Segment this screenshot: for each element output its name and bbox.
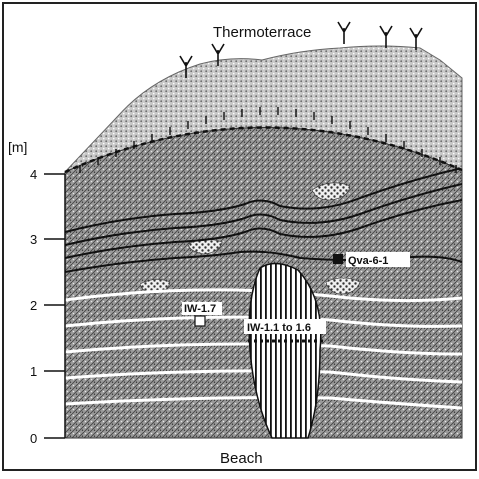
sample-left-label-bg — [182, 302, 222, 315]
y-tick-0: 0 — [30, 431, 37, 446]
y-tick-1: 1 — [30, 364, 37, 379]
y-tick-2: 2 — [30, 298, 37, 313]
sample-right-marker — [333, 254, 343, 264]
y-tick-4: 4 — [30, 167, 37, 182]
sample-right-label: Qva-6-1 — [348, 255, 388, 267]
sample-center-label-bg — [244, 319, 326, 334]
ice-wedge — [248, 262, 322, 439]
sample-center-label: IW-1.1 to 1.6 — [247, 322, 311, 334]
sample-left-marker — [194, 315, 206, 327]
top-label: Thermoterrace — [213, 24, 311, 41]
permafrost-table-line — [64, 126, 463, 174]
coarse-lenses — [139, 182, 361, 295]
y-tick-3: 3 — [30, 232, 37, 247]
bottom-label: Beach — [220, 450, 263, 467]
sample-left-label: IW-1.7 — [184, 303, 216, 315]
vegetation-symbols — [179, 21, 423, 78]
axis-unit-label: [m] — [8, 139, 27, 155]
y-axis — [44, 173, 66, 439]
sample-right-label-bg — [346, 252, 410, 267]
permafrost-ticks — [79, 107, 457, 173]
